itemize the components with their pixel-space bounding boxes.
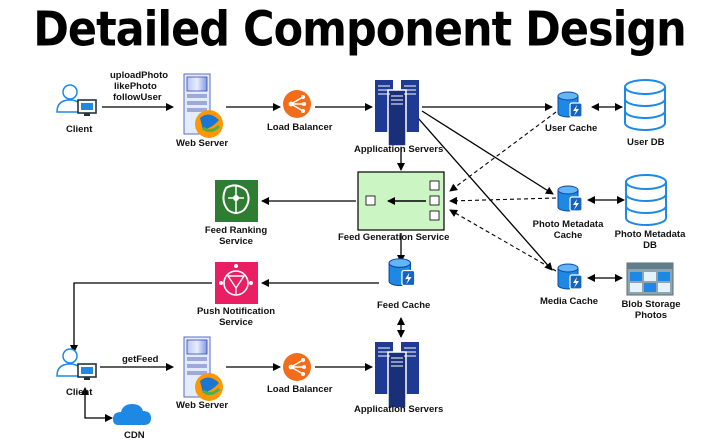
blob-storage-icon — [626, 262, 674, 296]
action-upload-photo: uploadPhoto — [110, 70, 169, 81]
user-db-label: User DB — [627, 137, 665, 148]
load-balancer-bottom-icon — [282, 352, 312, 382]
action-like-photo: likePhoto — [114, 81, 157, 92]
cdn-icon — [113, 404, 151, 425]
feed-generation-label: Feed Generation Service — [338, 232, 450, 243]
web-server-bottom-label: Web Server — [176, 400, 229, 411]
connections — [70, 103, 625, 422]
client-label: Client — [66, 124, 93, 135]
client-bottom-icon — [56, 348, 97, 381]
client-icon — [56, 84, 97, 117]
action-follow-user: followUser — [113, 92, 162, 103]
push-notification-service-icon — [215, 262, 258, 304]
user-cache-icon — [557, 91, 583, 118]
load-balancer-icon — [282, 89, 312, 119]
web-server-icon — [182, 72, 225, 140]
load-balancer-bottom-label: Load Balancer — [267, 384, 333, 395]
feed-ranking-service-icon — [215, 180, 258, 222]
web-server-bottom-icon — [182, 335, 225, 403]
feed-generation-service-box — [357, 171, 445, 231]
user-cache-label: User Cache — [545, 123, 598, 134]
photo-metadata-cache-icon — [557, 185, 583, 212]
media-cache-icon — [557, 263, 583, 290]
feed-cache-icon — [388, 258, 416, 287]
load-balancer-label: Load Balancer — [267, 122, 333, 133]
photo-metadata-db-icon — [625, 174, 667, 226]
feed-cache-label: Feed Cache — [377, 300, 431, 311]
diagram-title: Detailed Component Design — [33, 2, 687, 58]
get-feed-label: getFeed — [122, 354, 159, 365]
user-db-icon — [624, 79, 666, 131]
application-servers-label: Application Servers — [354, 144, 444, 155]
web-server-label: Web Server — [176, 138, 229, 149]
dashed-connections — [449, 111, 557, 272]
client-bottom-label: Client — [66, 387, 93, 398]
media-cache-label: Media Cache — [540, 296, 599, 307]
application-servers-bottom-label: Application Servers — [354, 404, 444, 415]
application-servers-icon — [374, 79, 420, 147]
application-servers-bottom-icon — [374, 341, 420, 409]
cdn-label: CDN — [124, 430, 145, 441]
